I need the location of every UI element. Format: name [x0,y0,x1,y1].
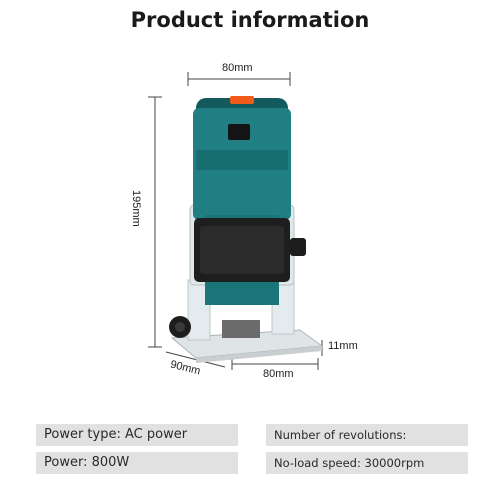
spec-no-load-speed: No-load speed: 30000rpm [266,452,468,474]
top-width-label: 80mm [222,62,253,74]
base-width-label: 80mm [263,368,294,380]
rubber-grip [194,218,290,282]
power-indicator [230,96,254,104]
lock-knob [169,316,191,338]
page-title: Product information [130,8,370,32]
power-switch [228,124,250,140]
spec-revolutions: Number of revolutions: 28000rpm [266,424,468,464]
base-plate [170,269,324,363]
dimension-lines [148,72,323,370]
spec-power: Power: 800W [36,452,238,474]
spec-power-type: Power type: AC power [36,424,238,446]
depth-knob [290,238,306,256]
motor-body [193,98,291,305]
base-thickness-label: 11mm [328,340,358,352]
